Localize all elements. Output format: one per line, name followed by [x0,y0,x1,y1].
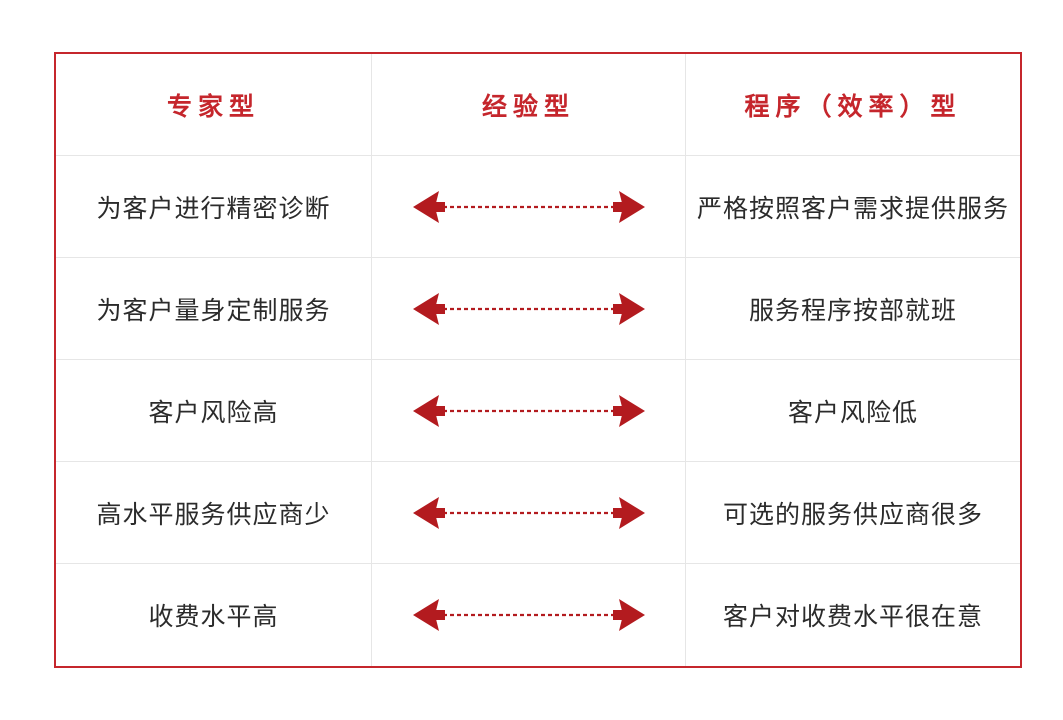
row-1-right: 严格按照客户需求提供服务 [686,156,1020,258]
header-expert: 专家型 [56,54,372,156]
double-arrow-dotted-icon [372,258,685,359]
arrowhead-right-icon [618,292,645,325]
arrow-right-shaft [612,507,627,518]
arrowhead-right-icon [618,496,645,529]
row-3-connector [372,360,686,462]
arrowhead-left-icon [412,190,439,223]
comparison-table: 专家型 经验型 程序（效率）型 为客户进行精密诊断 严格按照客户需求提供服务 为… [54,52,1022,668]
arrowhead-right-icon [618,599,645,631]
row-4-left: 高水平服务供应商少 [56,462,372,564]
arrowhead-left-icon [412,599,439,631]
double-arrow-dotted-icon [372,360,685,461]
arrowhead-left-icon [412,292,439,325]
row-3-right: 客户风险低 [686,360,1020,462]
double-arrow-svg [412,190,645,223]
double-arrow-svg [412,599,645,631]
arrow-right-shaft [612,201,627,212]
arrowhead-left-icon [412,394,439,427]
row-3-left: 客户风险高 [56,360,372,462]
row-4-connector [372,462,686,564]
arrowhead-right-icon [618,190,645,223]
comparison-grid: 专家型 经验型 程序（效率）型 为客户进行精密诊断 严格按照客户需求提供服务 为… [56,54,1020,666]
double-arrow-svg [412,292,645,325]
arrow-left-shaft [430,303,445,314]
row-2-connector [372,258,686,360]
row-5-connector [372,564,686,666]
row-1-connector [372,156,686,258]
row-2-right: 服务程序按部就班 [686,258,1020,360]
row-5-right: 客户对收费水平很在意 [722,602,983,631]
row-4-right: 可选的服务供应商很多 [686,462,1020,564]
double-arrow-dotted-icon [372,462,685,563]
arrow-left-shaft [430,405,445,416]
arrow-right-shaft [612,303,627,314]
arrow-left-shaft [430,507,445,518]
header-procedure: 程序（效率）型 [686,54,1020,156]
arrow-right-shaft [612,610,627,620]
arrow-left-shaft [430,201,445,212]
double-arrow-dotted-icon [372,564,685,666]
arrow-left-shaft [430,610,445,620]
row-1-left: 为客户进行精密诊断 [56,156,372,258]
arrow-right-shaft [612,405,627,416]
header-experience: 经验型 [372,54,686,156]
arrowhead-right-icon [618,394,645,427]
double-arrow-svg [412,496,645,529]
double-arrow-svg [412,394,645,427]
arrowhead-left-icon [412,496,439,529]
row-5-left: 收费水平高 [56,564,372,666]
double-arrow-dotted-icon [372,156,685,257]
row-2-left: 为客户量身定制服务 [56,258,372,360]
